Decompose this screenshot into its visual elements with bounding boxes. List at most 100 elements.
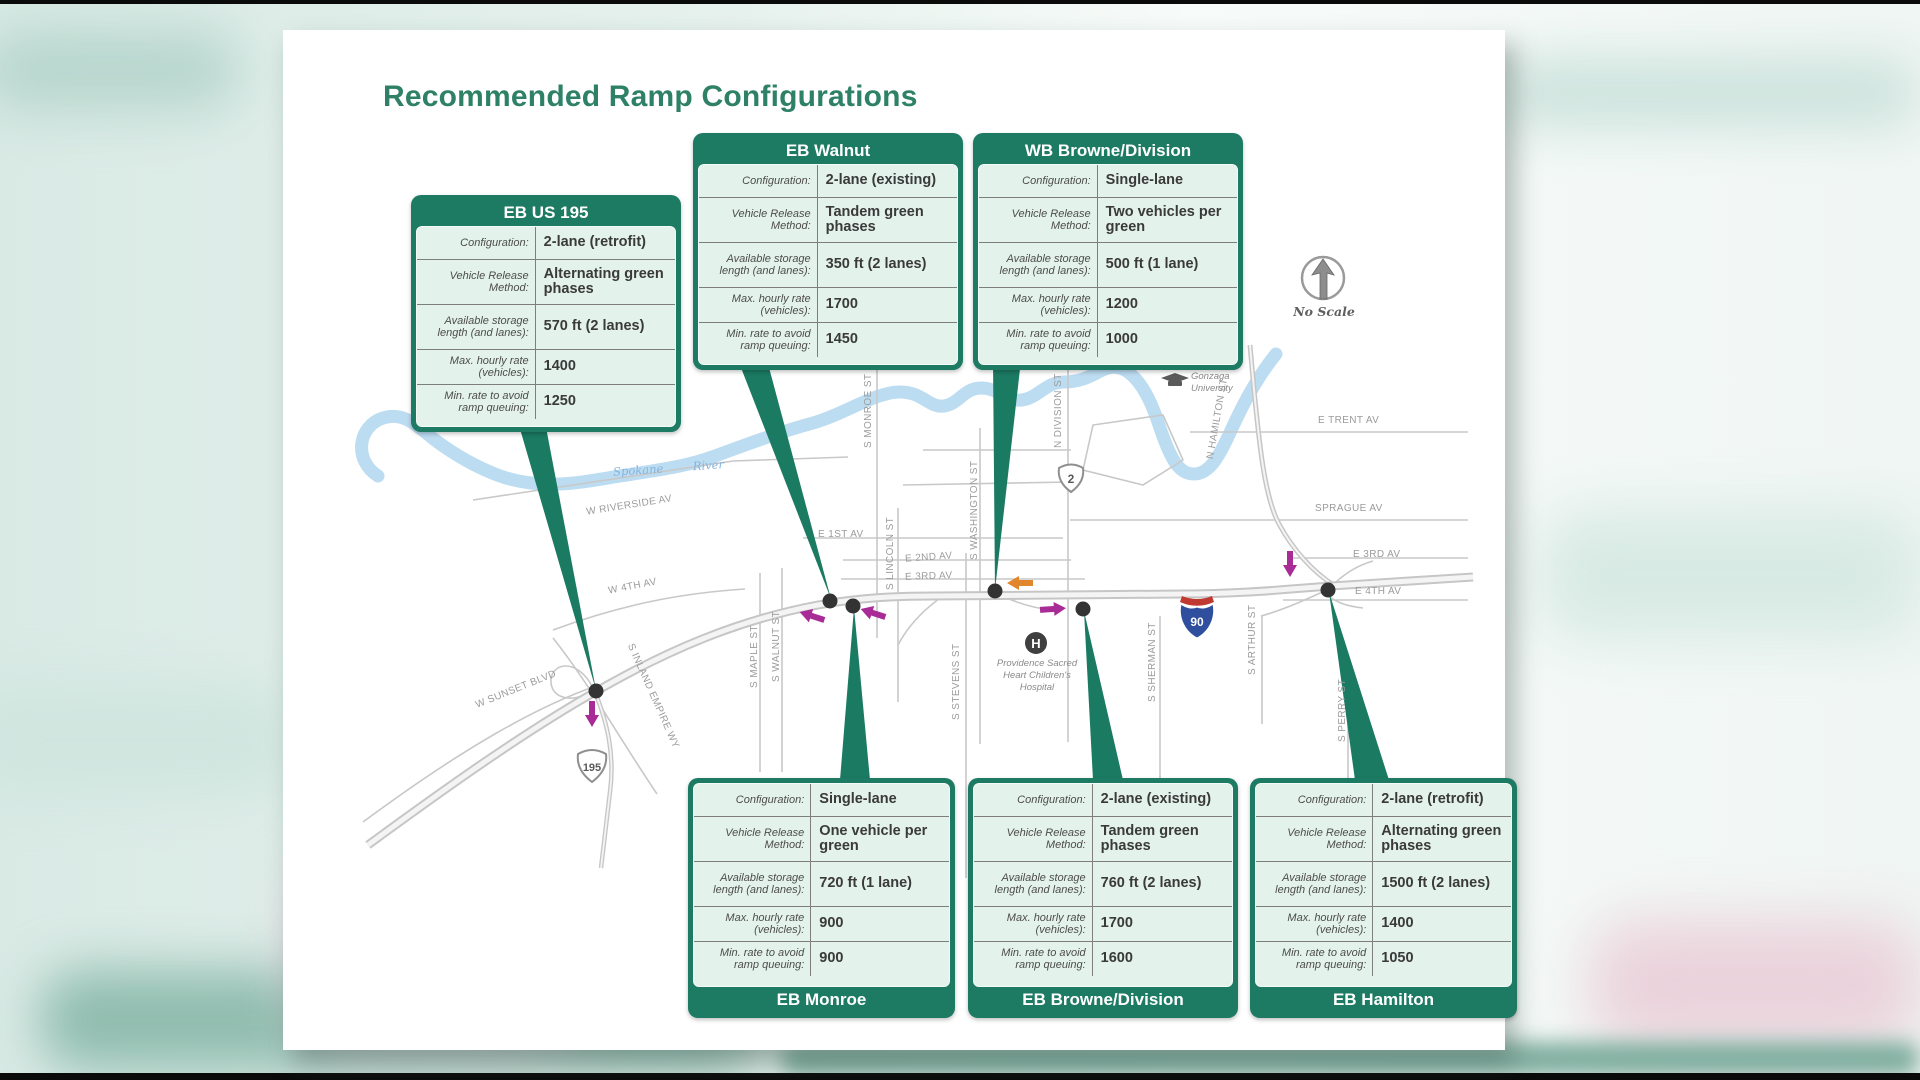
row-label: Available storage length (and lanes): (699, 243, 818, 287)
row-value: 2-lane (existing) (1100, 791, 1212, 808)
row-label: Max. hourly rate (vehicles): (694, 907, 812, 941)
callout-title: WB Browne/Division (1024, 141, 1192, 160)
callout-title: EB Walnut (785, 141, 871, 160)
row-value: Alternating green phases (543, 265, 664, 297)
street-label-trent: E TRENT AV (1318, 415, 1380, 426)
row-value: 1400 (1381, 915, 1414, 932)
background-blob (1500, 55, 1920, 130)
background-blob (0, 690, 290, 790)
street-label-e3rd: E 3RD AV (904, 570, 953, 583)
row-value: 720 ft (1 lane) (819, 875, 912, 892)
row-label: Min. rate to avoid ramp queuing: (694, 942, 812, 976)
ramp-arrow-hamilton (1283, 551, 1297, 577)
svg-text:H: H (1031, 636, 1040, 651)
letterbox-bar-bottom (0, 1073, 1920, 1080)
row-label: Min. rate to avoid ramp queuing: (1256, 942, 1374, 976)
callout-eb-us195: EB US 195 Configuration:2-lane (retrofit… (411, 195, 681, 432)
callout-table: Configuration:2-lane (retrofit) Vehicle … (416, 226, 676, 427)
row-value: Two vehicles per green (1105, 203, 1222, 235)
row-value: 900 (819, 915, 844, 932)
row-value: 1500 ft (2 lanes) (1381, 875, 1491, 892)
pointer-eb-walnut (738, 360, 831, 599)
row-value: 900 (819, 950, 844, 967)
street-label-sherman: S SHERMAN ST (1147, 622, 1158, 702)
dot-eb-hamilton (1320, 582, 1336, 598)
us195-shield: 195 (576, 749, 608, 784)
i90-shield: 90 (1179, 596, 1215, 639)
row-value: Tandem green phases (825, 203, 924, 235)
row-value: 1400 (543, 358, 576, 375)
street-label-walnut: S WALNUT ST (771, 610, 782, 682)
row-value: Single-lane (819, 791, 897, 808)
row-value: 1250 (543, 393, 576, 410)
callout-pointers (518, 360, 1389, 780)
row-label: Max. hourly rate (vehicles): (417, 350, 536, 384)
dot-eb-browne (1075, 601, 1091, 617)
callout-table: Configuration: 2-lane (existing) Vehicle … (973, 783, 1233, 987)
row-label: Vehicle Release Method: (979, 198, 1098, 242)
pointer-wb-browne (993, 360, 1021, 590)
callout-eb-browne-division: EB Browne/Division Configuration:2-lane … (968, 778, 1238, 1018)
callout-eb-monroe: EB Monroe Configuration: Single-lane Vehi… (688, 778, 955, 1018)
row-value: 1050 (1381, 950, 1414, 967)
street-label-stevens: S STEVENS ST (951, 643, 962, 721)
row-label: Min. rate to avoid ramp queuing: (417, 385, 536, 419)
row-label: Max. hourly rate (vehicles): (1256, 907, 1374, 941)
row-value: 1000 (1105, 331, 1138, 348)
row-label: Vehicle Release Method: (1256, 817, 1374, 861)
background-blob (0, 30, 240, 110)
row-label: Max. hourly rate (vehicles): (979, 288, 1098, 322)
street-label-division: N DIVISION ST (1053, 373, 1064, 448)
ramp-arrow-wb-browne (1007, 576, 1033, 590)
pointer-eb-browne (1084, 611, 1123, 780)
ramp-arrow-walnut-2 (858, 602, 888, 624)
row-label: Vehicle Release Method: (694, 817, 812, 861)
page-title: Recommended Ramp Configurations (383, 80, 918, 113)
row-value: 760 ft (2 lanes) (1100, 875, 1202, 892)
row-value: 2-lane (retrofit) (1381, 791, 1484, 808)
pointer-eb-monroe (840, 608, 870, 780)
row-label: Available storage length (and lanes): (417, 305, 536, 349)
us195-shield-number: 195 (583, 762, 601, 774)
street-label-maple: S MAPLE ST (749, 625, 760, 688)
row-label: Vehicle Release Method: (974, 817, 1093, 861)
row-value: 2-lane (retrofit) (543, 234, 646, 251)
spokane-river (355, 347, 1283, 491)
street-label-e4th-east: E 4TH AV (1355, 586, 1402, 597)
dot-wb-browne (987, 583, 1003, 599)
poi-gonzaga: Gonzaga University (1191, 371, 1233, 394)
row-label: Configuration: (1256, 784, 1374, 816)
spokane-map: 195 2 90 H (355, 255, 1474, 878)
street-label-arthur: S ARTHUR ST (1247, 604, 1258, 675)
callout-title: EB Monroe (776, 990, 867, 1009)
dot-eb-walnut (822, 593, 838, 609)
dot-eb-us195 (588, 683, 604, 699)
row-value: 1700 (825, 296, 858, 313)
row-label: Min. rate to avoid ramp queuing: (979, 323, 1098, 357)
letterbox-bar-top (0, 0, 1920, 4)
row-label: Max. hourly rate (vehicles): (974, 907, 1093, 941)
row-label: Min. rate to avoid ramp queuing: (974, 942, 1093, 976)
row-value: 1600 (1100, 950, 1133, 967)
callout-title: EB US 195 (503, 203, 589, 222)
street-label-sprague: SPRAGUE AV (1315, 503, 1383, 514)
ramp-arrow-us195 (585, 701, 599, 727)
document-page: Recommended Ramp Configurations (283, 30, 1517, 1050)
row-label: Configuration: (694, 784, 812, 816)
row-value: 570 ft (2 lanes) (543, 318, 645, 335)
street-label-monroe: S MONROE ST (863, 373, 874, 448)
row-label: Available storage length (and lanes): (974, 862, 1093, 906)
i90-shield-number: 90 (1190, 615, 1204, 629)
row-value: Alternating green phases (1381, 822, 1502, 854)
row-label: Configuration: (974, 784, 1093, 816)
row-label: Configuration: (699, 165, 818, 197)
callout-table: Configuration: Single-lane Vehicle Releas… (693, 783, 950, 987)
row-label: Available storage length (and lanes): (1256, 862, 1374, 906)
us2-shield-number: 2 (1068, 472, 1075, 486)
north-arrow-icon (1300, 255, 1346, 301)
callout-table: Configuration:2-lane (existing) Vehicle … (698, 164, 958, 365)
row-value: 1200 (1105, 296, 1138, 313)
no-scale-label: No Scale (1293, 304, 1355, 319)
row-value: 1450 (825, 331, 858, 348)
